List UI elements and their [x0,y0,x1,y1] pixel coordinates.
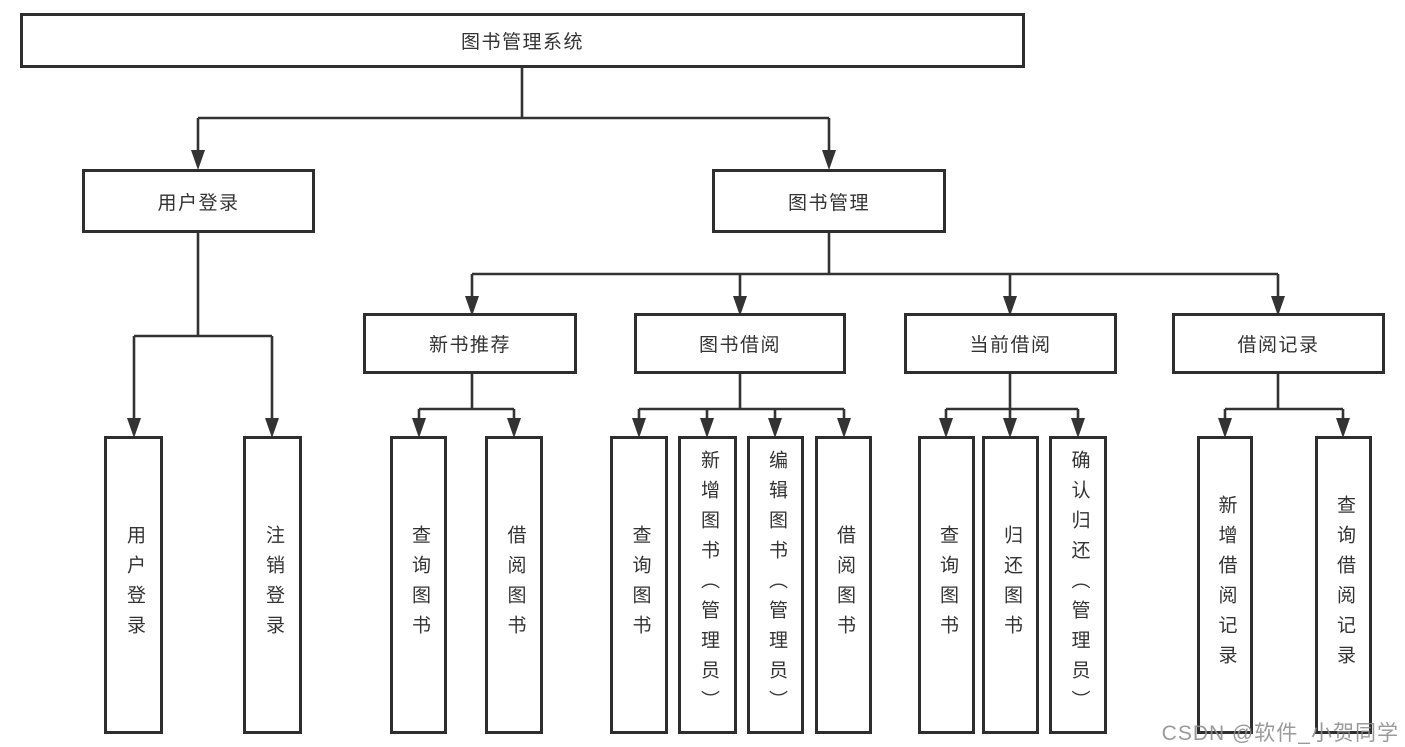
leaf-return-book-label: 归还图书 [1000,525,1022,645]
leaf-query-book-borrowing-label: 查询图书 [629,525,651,645]
node-user-login-label: 用户登录 [157,192,240,214]
leaf-query-borrow-record: 查询借阅记录 [1315,436,1372,734]
node-current-borrowing-label: 当前借阅 [969,335,1052,356]
node-new-book-recommend-label: 新书推荐 [428,335,511,356]
leaf-add-book-admin-label: 新增图书（管理员） [697,450,719,720]
leaf-add-book-admin: 新增图书（管理员） [678,436,737,734]
node-user-login: 用户登录 [82,169,315,233]
leaf-borrow-book: 借阅图书 [815,436,872,734]
leaf-query-book-current-label: 查询图书 [936,525,958,645]
leaf-borrow-book-recommend-label: 借阅图书 [504,525,526,645]
leaf-user-login: 用户登录 [104,436,163,734]
node-current-borrowing: 当前借阅 [904,313,1117,374]
csdn-watermark: CSDN @软件_小贺同学 [1161,722,1399,745]
node-new-book-recommend: 新书推荐 [363,313,577,374]
node-book-management-label: 图书管理 [787,192,870,214]
node-root: 图书管理系统 [20,13,1025,68]
node-root-label: 图书管理系统 [460,32,584,53]
arrowheads [127,150,1350,438]
leaf-query-book-recommend-label: 查询图书 [408,525,430,645]
leaf-confirm-return-admin-label: 确认归还（管理员） [1068,450,1090,720]
node-borrowing-records: 借阅记录 [1172,313,1385,374]
node-book-management: 图书管理 [712,169,946,233]
leaf-query-book-current: 查询图书 [918,436,975,734]
leaf-query-book-recommend: 查询图书 [390,436,447,734]
leaf-borrow-book-label: 借阅图书 [833,525,855,645]
leaf-return-book: 归还图书 [982,436,1039,734]
leaf-user-login-label: 用户登录 [123,525,145,645]
leaf-logout: 注销登录 [243,436,302,734]
leaf-edit-book-admin-label: 编辑图书（管理员） [765,450,787,720]
leaf-edit-book-admin: 编辑图书（管理员） [747,436,804,734]
leaf-add-borrow-record: 新增借阅记录 [1197,436,1253,734]
leaf-query-book-borrowing: 查询图书 [610,436,668,734]
node-borrowing-records-label: 借阅记录 [1237,335,1320,356]
node-book-borrowing: 图书借阅 [634,313,846,374]
leaf-borrow-book-recommend: 借阅图书 [485,436,543,734]
node-book-borrowing-label: 图书借阅 [698,335,781,356]
leaf-add-borrow-record-label: 新增借阅记录 [1215,495,1237,675]
leaf-query-borrow-record-label: 查询借阅记录 [1333,495,1355,675]
leaf-logout-label: 注销登录 [262,525,284,645]
leaf-confirm-return-admin: 确认归还（管理员） [1049,436,1107,734]
